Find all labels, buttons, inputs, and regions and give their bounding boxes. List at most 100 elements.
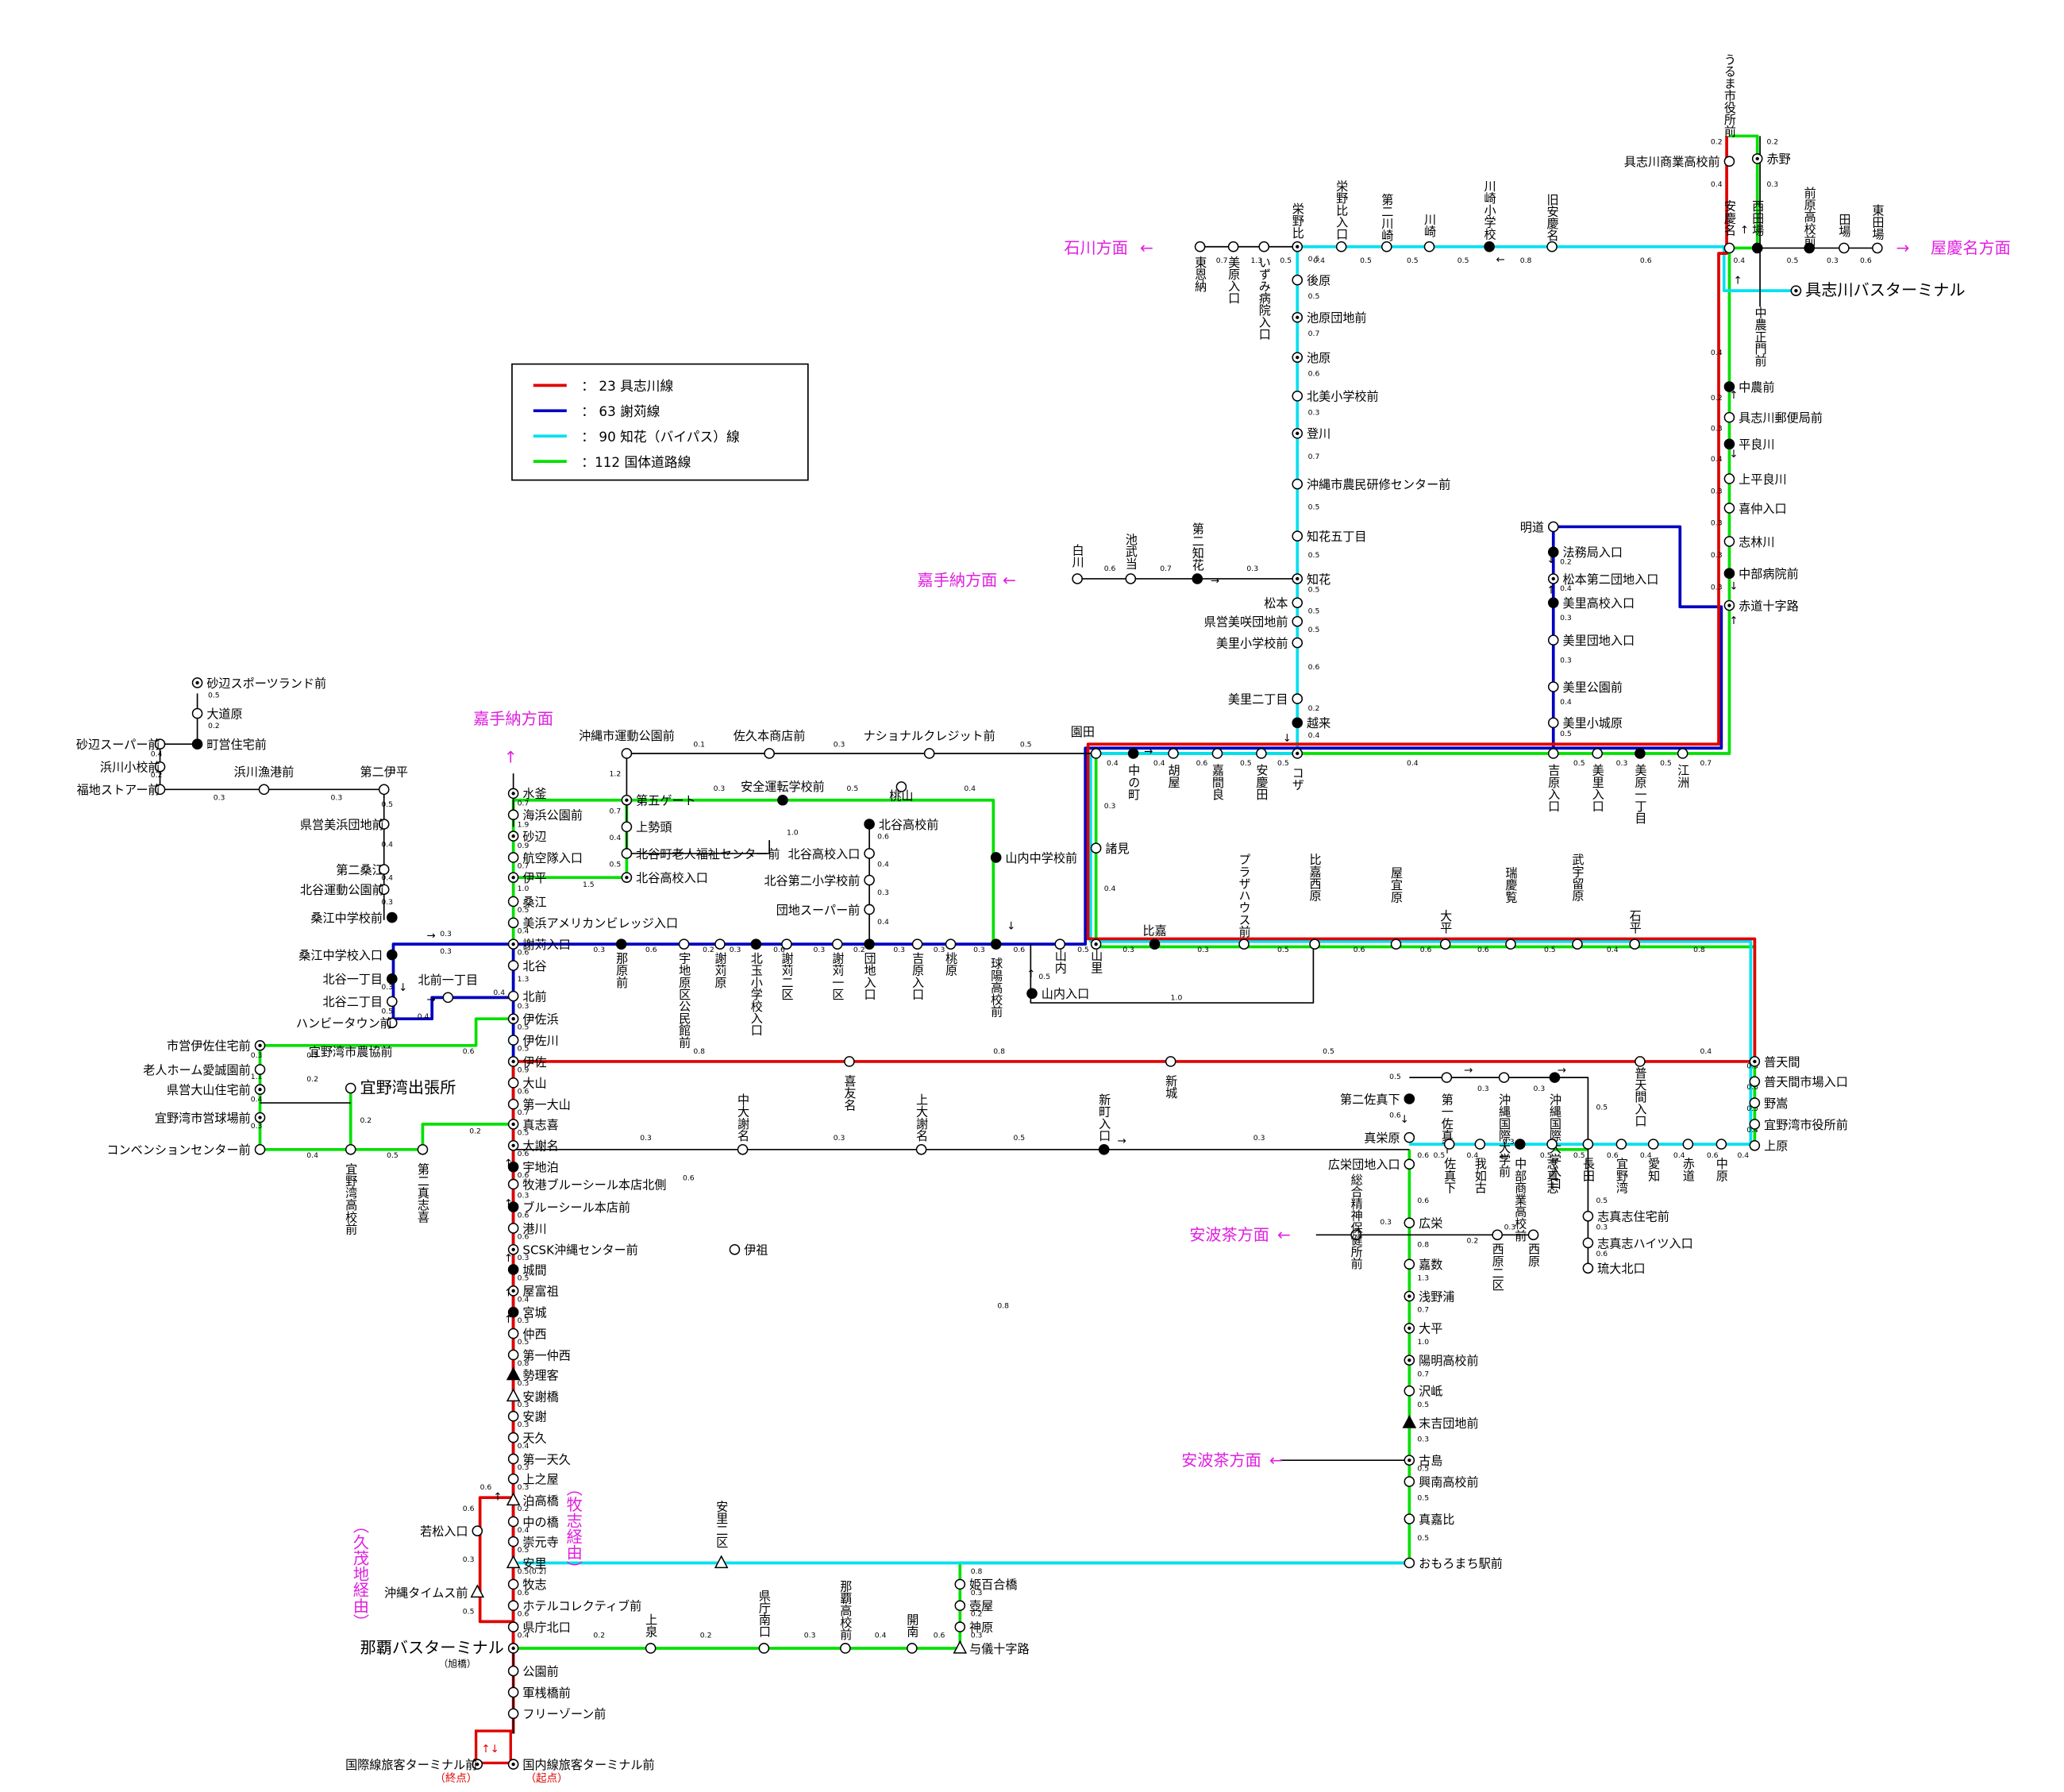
bus-stop[interactable]: 大平 xyxy=(1438,909,1453,950)
bus-stop[interactable]: 大謝名 xyxy=(507,1139,559,1154)
bus-stop[interactable]: 具志川郵便局前 xyxy=(1723,411,1823,426)
bus-stop[interactable]: 広栄 xyxy=(1404,1216,1442,1231)
bus-stop[interactable]: 興南高校前 xyxy=(1404,1475,1479,1489)
bus-stop[interactable]: 伊佐浜 xyxy=(507,1012,559,1027)
bus-stop[interactable]: 登川 xyxy=(1292,427,1330,441)
bus-stop[interactable]: 北谷一丁目 xyxy=(322,973,398,987)
bus-stop[interactable]: 航空隊入口 xyxy=(507,851,583,865)
bus-stop[interactable]: 沖縄タイムス前 xyxy=(384,1584,485,1600)
bus-stop[interactable]: 砂辺スーパー前 xyxy=(76,738,166,752)
bus-stop[interactable]: 宇地泊 xyxy=(507,1161,559,1175)
bus-stop[interactable]: 屋宜原 xyxy=(1389,867,1404,950)
bus-stop[interactable]: 知花 xyxy=(1292,572,1330,587)
bus-stop[interactable]: 宜野湾出張所 xyxy=(345,1077,456,1096)
bus-stop[interactable]: 美里小学校前 xyxy=(1216,636,1303,650)
bus-stop[interactable]: 平良川 xyxy=(1723,437,1775,452)
bus-stop[interactable]: 第五ゲート xyxy=(621,794,696,808)
bus-stop[interactable]: 県庁北口 xyxy=(507,1621,571,1635)
bus-stop[interactable]: 神原 xyxy=(954,1621,993,1635)
bus-stop[interactable]: 浅野浦 xyxy=(1404,1289,1454,1304)
bus-stop[interactable]: 琉大北口 xyxy=(1582,1262,1646,1276)
bus-stop[interactable]: 牧港ブルーシール本店北側 xyxy=(507,1177,667,1192)
bus-stop[interactable]: ハンビータウン前 xyxy=(296,1016,398,1031)
bus-stop[interactable]: 川崎 xyxy=(1423,214,1437,252)
bus-stop[interactable]: 第一仲西 xyxy=(507,1348,571,1362)
bus-stop[interactable]: 真嘉比 xyxy=(1404,1513,1454,1527)
bus-stop[interactable]: 山内 xyxy=(1053,938,1067,974)
bus-stop[interactable]: 上大謝名 xyxy=(915,1093,929,1155)
bus-stop[interactable]: 謝苅一区 xyxy=(830,938,845,1000)
bus-stop[interactable]: 普天間入口 xyxy=(1633,1056,1647,1127)
bus-stop[interactable]: 宜野湾高校前 xyxy=(344,1144,358,1236)
bus-stop[interactable]: 吉原入口 xyxy=(1546,748,1561,812)
bus-stop[interactable]: 上泉 xyxy=(644,1613,658,1654)
bus-stop[interactable]: 上平良川 xyxy=(1723,472,1787,487)
bus-stop[interactable]: 大平 xyxy=(1404,1322,1442,1336)
bus-stop[interactable]: 赤道十字路 xyxy=(1723,599,1799,613)
bus-stop[interactable]: 志林川 xyxy=(1723,535,1775,549)
bus-stop[interactable]: 第一佐真下 xyxy=(1439,1072,1454,1154)
bus-stop[interactable]: 砂辺 xyxy=(507,830,547,844)
bus-stop[interactable]: 北谷町老人福祉センター前 xyxy=(621,847,780,861)
bus-stop[interactable]: 北谷第二小学校前 xyxy=(764,873,875,888)
bus-stop[interactable]: 美原入口 xyxy=(1226,241,1241,304)
bus-stop[interactable]: 中原 xyxy=(1714,1139,1728,1181)
bus-stop[interactable]: 美浜アメリカンビレッジ入口 xyxy=(507,916,678,931)
bus-stop[interactable]: 山里 xyxy=(1089,938,1103,973)
bus-stop[interactable]: 喜友名 xyxy=(842,1056,857,1111)
bus-stop[interactable]: 上原 xyxy=(1749,1139,1788,1154)
bus-stop[interactable]: 県営美浜団地前 xyxy=(300,818,390,832)
bus-stop[interactable]: 安慶田 xyxy=(1254,748,1269,800)
bus-stop[interactable]: 仲西 xyxy=(507,1327,547,1341)
bus-stop[interactable]: 城間 xyxy=(507,1263,547,1278)
bus-stop[interactable]: 北美小学校前 xyxy=(1292,390,1379,404)
bus-stop[interactable]: 中の橋 xyxy=(507,1515,559,1529)
bus-stop[interactable]: 宜野湾市農協前 xyxy=(309,1045,393,1059)
bus-stop[interactable]: 真志喜 xyxy=(507,1118,559,1132)
bus-stop[interactable]: 東恩納 xyxy=(1193,241,1207,293)
bus-stop[interactable]: 栄野比 xyxy=(1290,202,1304,252)
bus-stop[interactable]: 新町入口 xyxy=(1097,1093,1111,1155)
bus-stop[interactable]: 安慶名 xyxy=(1722,200,1736,254)
bus-stop[interactable]: 第二佐真下 xyxy=(1340,1093,1415,1107)
bus-stop[interactable]: 第二知花 xyxy=(1190,522,1204,584)
bus-stop[interactable]: 泊高橋 xyxy=(506,1492,559,1508)
bus-stop[interactable]: 美里二丁目 xyxy=(1228,692,1303,707)
bus-stop[interactable]: 沖縄市運動公園前 xyxy=(579,729,675,759)
bus-stop[interactable]: 西原二区 xyxy=(1490,1229,1504,1291)
bus-stop[interactable]: 普天間市場入口 xyxy=(1749,1075,1848,1089)
bus-stop[interactable]: 国内線旅客ターミナル前 xyxy=(507,1758,655,1772)
bus-stop[interactable]: 美里団地入口 xyxy=(1547,634,1635,648)
bus-stop[interactable]: 沖縄国際大学前 xyxy=(1497,1072,1511,1178)
bus-stop[interactable]: 国際線旅客ターミナル前 xyxy=(345,1758,483,1772)
bus-stop[interactable]: 海浜公園前 xyxy=(507,808,583,823)
bus-stop[interactable]: 第二桑江 xyxy=(336,863,390,877)
bus-stop[interactable]: 福地ストアー前 xyxy=(77,783,166,797)
bus-stop[interactable]: 上勢頭 xyxy=(621,820,672,834)
bus-stop[interactable]: 謝苅入口 xyxy=(507,938,571,952)
bus-stop[interactable]: 旧安慶名 xyxy=(1545,194,1559,252)
bus-stop[interactable]: 諸見 xyxy=(1090,842,1130,856)
bus-stop[interactable]: 第二伊平 xyxy=(360,765,408,796)
bus-stop[interactable]: 天久 xyxy=(507,1431,547,1445)
bus-stop[interactable]: 若松入口 xyxy=(420,1524,483,1539)
bus-stop[interactable]: 県営美咲団地前 xyxy=(1204,615,1303,630)
bus-stop[interactable]: 広栄団地入口 xyxy=(1328,1158,1415,1172)
bus-stop[interactable]: 大山 xyxy=(507,1077,547,1091)
bus-stop[interactable]: 川崎小学校 xyxy=(1482,180,1496,252)
bus-stop[interactable]: 第一天久 xyxy=(507,1452,571,1466)
bus-stop[interactable]: 謝苅原 xyxy=(713,938,727,988)
bus-stop[interactable]: 栄野比入口 xyxy=(1334,180,1349,252)
bus-stop[interactable]: 大道原 xyxy=(191,707,243,721)
bus-stop[interactable]: 嘉間良 xyxy=(1210,748,1224,800)
bus-stop[interactable]: ナショナルクレジット前 xyxy=(864,729,995,759)
bus-stop[interactable]: 美里公園前 xyxy=(1547,680,1623,695)
bus-stop[interactable]: SCSK沖縄センター前 xyxy=(507,1243,638,1258)
bus-stop[interactable]: 田場 xyxy=(1837,214,1851,254)
bus-stop[interactable]: 安謝橋 xyxy=(506,1388,559,1404)
bus-stop[interactable]: 松本第二団地入口 xyxy=(1547,572,1659,587)
bus-stop[interactable]: 愛知 xyxy=(1646,1139,1661,1181)
bus-stop[interactable]: 謝苅二区 xyxy=(780,938,794,1000)
bus-stop[interactable]: 開南 xyxy=(905,1613,919,1654)
bus-stop[interactable]: 総合精神保健所前 xyxy=(1349,1173,1363,1270)
